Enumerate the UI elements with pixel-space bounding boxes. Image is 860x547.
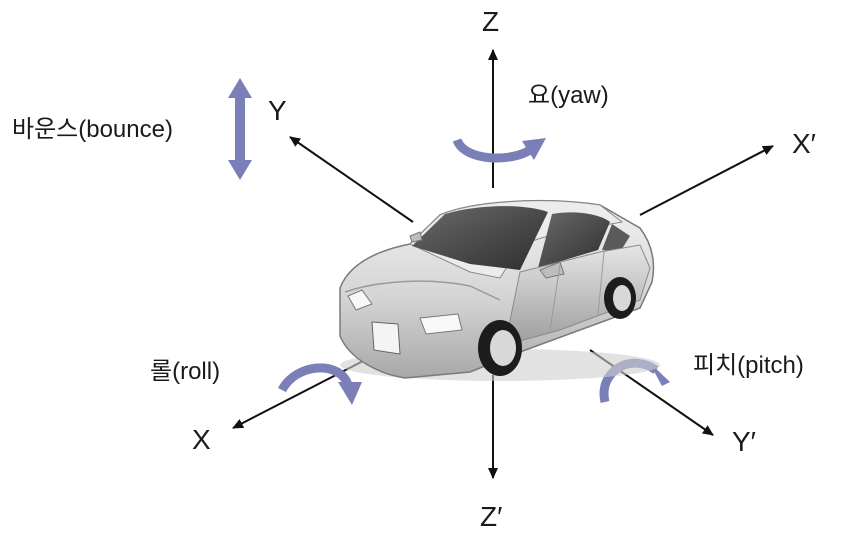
bounce-arrow-icon xyxy=(228,78,252,180)
roll-label: 롤(roll) xyxy=(150,358,221,385)
x-prime-axis-label: X′ xyxy=(792,128,816,159)
y-axis-label: Y xyxy=(268,95,287,126)
pitch-label: 피치(pitch) xyxy=(693,352,804,379)
bounce-label: 바운스(bounce) xyxy=(12,116,173,143)
y-prime-axis-label: Y′ xyxy=(732,426,756,457)
yaw-label: 요(yaw) xyxy=(528,82,609,109)
x-axis-label: X xyxy=(192,424,211,455)
y-axis xyxy=(289,136,414,223)
roll-rotation-arrow-icon xyxy=(278,363,362,405)
car-icon xyxy=(339,199,660,381)
x-prime-axis xyxy=(639,145,774,216)
yaw-rotation-arrow-icon xyxy=(452,137,546,163)
z-axis-label: Z xyxy=(482,6,500,37)
z-prime-axis-label: Z′ xyxy=(480,501,503,532)
